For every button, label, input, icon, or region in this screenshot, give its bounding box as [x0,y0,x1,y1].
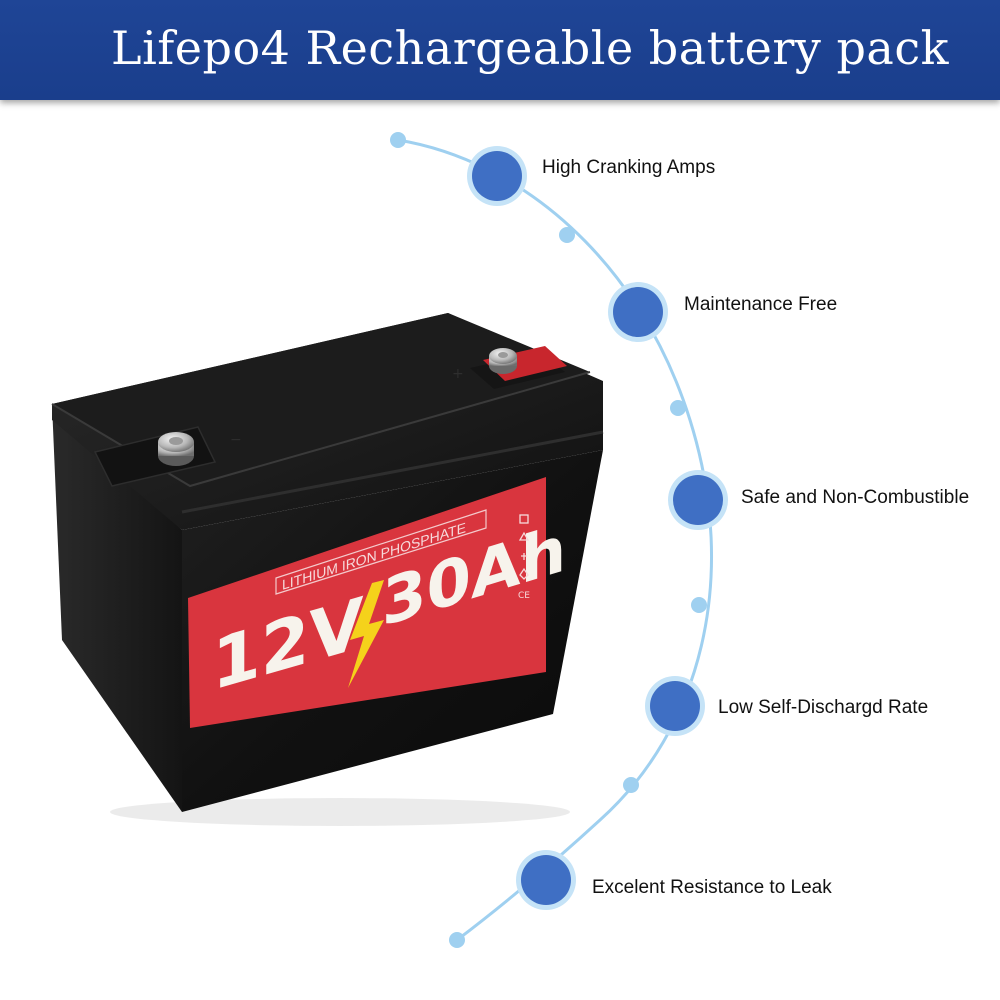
feature-node-4 [645,676,705,736]
feature-label-safe-non-combustible: Safe and Non-Combustible [741,487,970,508]
feature-label-high-cranking-amps: High Cranking Amps [542,157,716,178]
feature-node-2 [608,282,668,342]
arc-dot [449,932,465,948]
certification-icons: CE [518,514,530,601]
feature-label-maintenance-free: Maintenance Free [684,294,838,315]
arc-dot [623,777,639,793]
feature-label-low-self-discharge: Low Self-Dischargd Rate [718,697,929,718]
arc-dot [559,227,575,243]
feature-label-leak-resistance: Excelent Resistance to Leak [592,877,832,898]
positive-terminal [483,346,567,381]
arc-dot [691,597,707,613]
lightning-bolt-icon [348,580,384,688]
svg-text:+: + [452,366,464,382]
feature-node-3 [668,470,728,530]
feature-node-5 [516,850,576,910]
arc-dot [390,132,406,148]
header-banner [0,0,1000,100]
battery-label: LITHIUM IRON PHOSPHATE 12V 30Ah CE [188,477,566,728]
page-title: Lifepo4 Rechargeable battery pack [111,21,949,75]
arc-dot [670,400,686,416]
svg-text:CE: CE [518,591,530,601]
feature-node-1 [467,146,527,206]
svg-text:−: − [230,432,242,448]
negative-terminal [158,432,194,466]
